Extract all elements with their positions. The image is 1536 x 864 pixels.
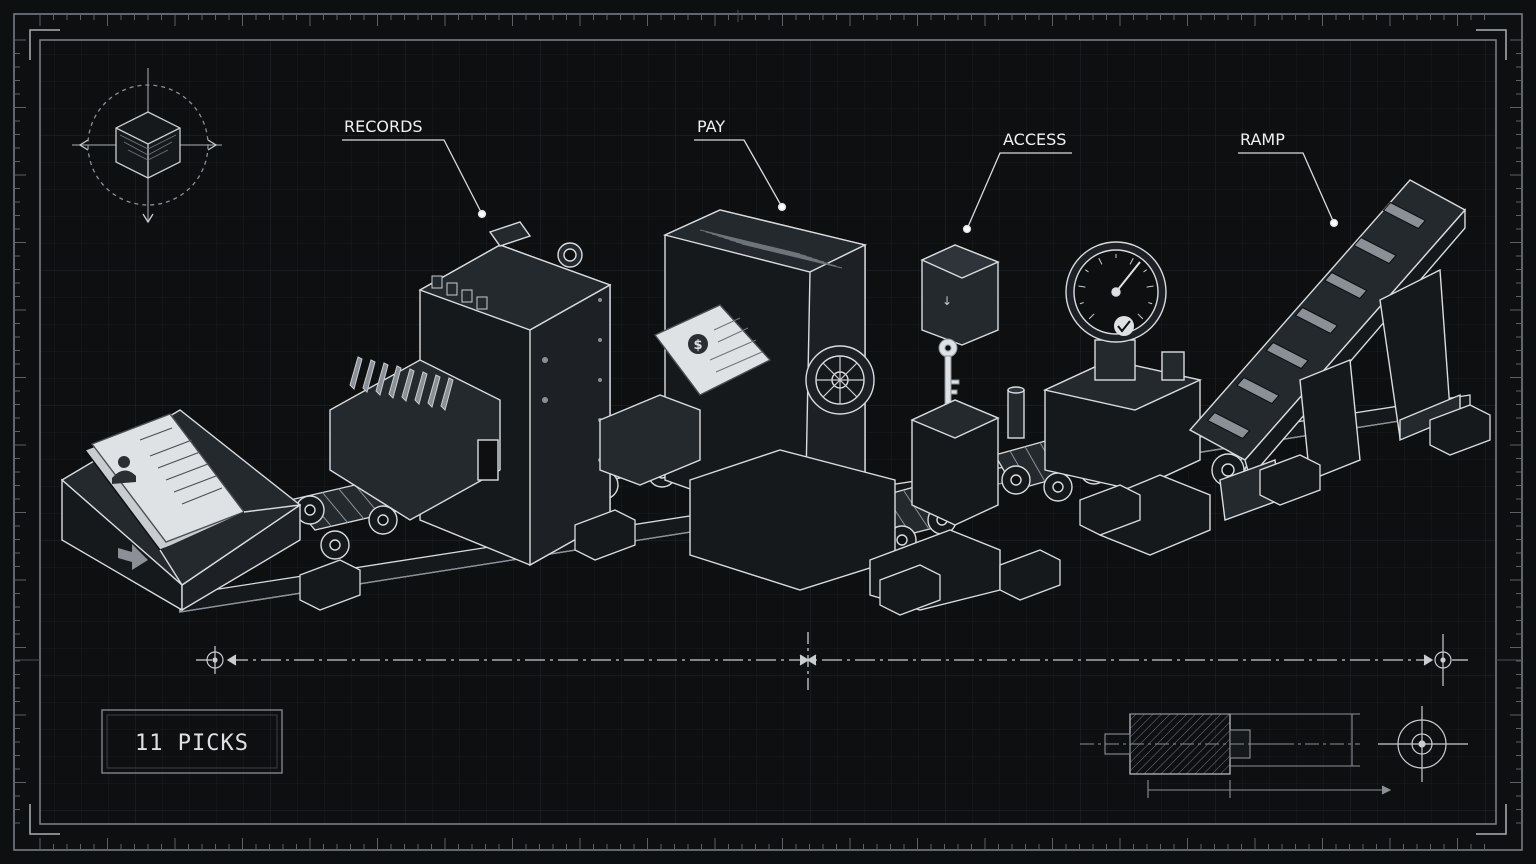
isometric-cube-icon <box>72 68 222 224</box>
support-legs <box>299 404 1491 616</box>
crosshair-icon <box>206 646 224 674</box>
svg-text:↓: ↓ <box>942 294 952 308</box>
person-icon <box>112 456 136 484</box>
dimension-line <box>196 632 1468 692</box>
crosshair-icon <box>1434 634 1452 686</box>
picks-badge: 11 PICKS <box>101 709 283 774</box>
arrow-right-icon <box>118 544 148 570</box>
crosshair-icon <box>1378 706 1468 782</box>
ruler-ticks <box>14 14 1522 850</box>
svg-text:$: $ <box>693 338 702 353</box>
picks-badge-text: 11 PICKS <box>135 731 249 756</box>
center-lines <box>14 10 1522 661</box>
label-access: ACCESS <box>1003 130 1066 149</box>
dollar-icon: $ <box>688 334 708 354</box>
gauge-station <box>1042 241 1211 556</box>
checkmark-icon <box>1114 316 1134 336</box>
pay-machine: $ <box>599 209 896 591</box>
callouts <box>342 139 1339 234</box>
input-tray <box>60 409 302 612</box>
records-machine <box>329 221 612 567</box>
label-ramp: RAMP <box>1240 130 1285 149</box>
detail-drawing <box>1080 713 1392 798</box>
label-pay: PAY <box>697 117 725 136</box>
key-icon <box>938 338 960 409</box>
label-records: RECORDS <box>344 117 423 136</box>
